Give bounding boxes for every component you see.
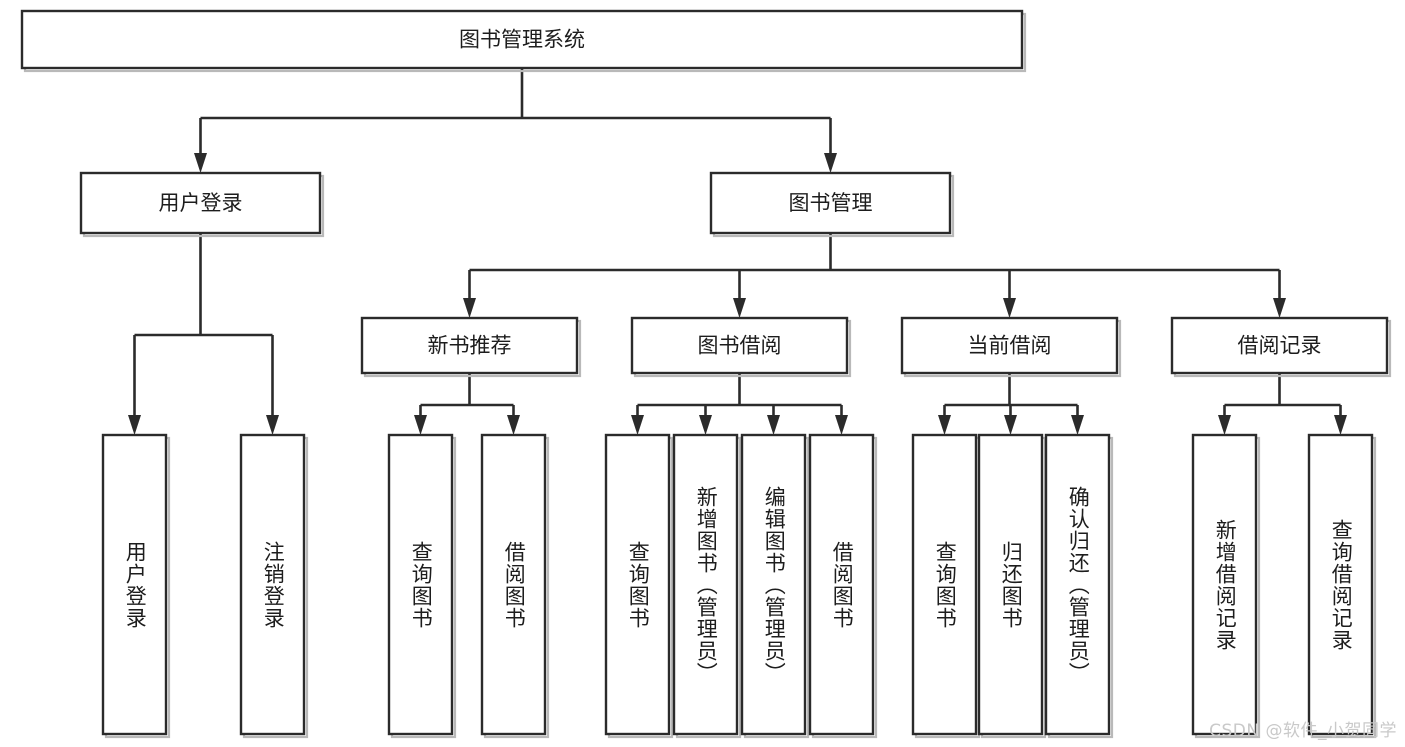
node-level2-用户登录[interactable]: 用户登录 xyxy=(79,171,325,238)
arrow-head-icon xyxy=(507,415,520,435)
arrow-head-icon xyxy=(194,153,207,173)
node-leaf-借阅记录-查询借阅记录[interactable] xyxy=(1307,433,1377,739)
connector-records-to-leaves xyxy=(1218,373,1347,435)
box-outline xyxy=(1170,316,1389,375)
box-outline xyxy=(387,433,454,736)
box-outline xyxy=(604,433,671,736)
arrow-head-icon xyxy=(1071,415,1084,435)
node-leaf-图书借阅-借阅图书[interactable] xyxy=(808,433,878,739)
node-label: 图书管理 xyxy=(789,191,873,215)
node-root-图书管理系统[interactable]: 图书管理系统 xyxy=(20,9,1027,73)
node-leaf-当前借阅-归还图书[interactable] xyxy=(977,433,1047,739)
arrow-head-icon xyxy=(1004,415,1017,435)
box-outline xyxy=(900,316,1119,375)
box-outline xyxy=(911,433,978,736)
connector-borrow-to-leaves xyxy=(631,373,848,435)
connector-current-to-leaves xyxy=(938,373,1084,435)
box-outline xyxy=(740,433,807,736)
arrow-head-icon xyxy=(1273,298,1286,318)
node-leaf-用户登录-注销登录[interactable] xyxy=(239,433,309,739)
node-level3-借阅记录[interactable]: 借阅记录 xyxy=(1170,316,1392,378)
node-label: 用户登录 xyxy=(159,191,243,215)
node-leaf-图书借阅-编辑图书管理员[interactable] xyxy=(740,433,810,739)
box-outline xyxy=(1307,433,1374,736)
arrow-head-icon xyxy=(1218,415,1231,435)
node-level3-图书借阅[interactable]: 图书借阅 xyxy=(630,316,852,378)
arrow-head-icon xyxy=(767,415,780,435)
arrow-head-icon xyxy=(463,298,476,318)
connector-newbook-to-leaves xyxy=(414,373,520,435)
box-outline xyxy=(1044,433,1111,736)
box-outline xyxy=(239,433,306,736)
arrow-head-icon xyxy=(266,415,279,435)
arrow-head-icon xyxy=(128,415,141,435)
connector-root-to-level2 xyxy=(194,68,837,173)
node-label: 图书借阅 xyxy=(698,334,782,358)
node-leaf-借阅记录-新增借阅记录[interactable] xyxy=(1191,433,1261,739)
box-outline xyxy=(79,171,322,235)
node-level2-图书管理[interactable]: 图书管理 xyxy=(709,171,955,238)
connector-userlogin-to-leaves xyxy=(128,233,279,435)
node-leaf-当前借阅-确认归还管理员[interactable] xyxy=(1044,433,1114,739)
node-level3-当前借阅[interactable]: 当前借阅 xyxy=(900,316,1122,378)
node-label: 新书推荐 xyxy=(428,334,512,358)
box-outline xyxy=(709,171,952,235)
box-outline xyxy=(360,316,579,375)
connector-bookmgmt-to-level3 xyxy=(463,233,1286,318)
node-label: 当前借阅 xyxy=(968,334,1052,358)
arrow-head-icon xyxy=(733,298,746,318)
arrow-head-icon xyxy=(824,153,837,173)
box-outline xyxy=(672,433,739,736)
box-outline xyxy=(20,9,1024,70)
watermark-text: CSDN @软件_小贺同学 xyxy=(1209,721,1397,741)
box-outline xyxy=(480,433,547,736)
node-leaf-图书借阅-查询图书[interactable] xyxy=(604,433,674,739)
arrow-head-icon xyxy=(631,415,644,435)
node-label: 图书管理系统 xyxy=(459,28,585,52)
node-leaf-当前借阅-查询图书[interactable] xyxy=(911,433,981,739)
arrow-head-icon xyxy=(835,415,848,435)
arrow-head-icon xyxy=(1003,298,1016,318)
box-outline xyxy=(1191,433,1258,736)
arrow-head-icon xyxy=(699,415,712,435)
box-outline xyxy=(977,433,1044,736)
node-label: 借阅记录 xyxy=(1238,334,1322,358)
box-outline xyxy=(101,433,168,736)
arrow-head-icon xyxy=(414,415,427,435)
node-level3-新书推荐[interactable]: 新书推荐 xyxy=(360,316,582,378)
box-outline xyxy=(808,433,875,736)
arrow-head-icon xyxy=(1334,415,1347,435)
node-leaf-新书推荐-查询图书[interactable] xyxy=(387,433,457,739)
node-leaf-用户登录-用户登录[interactable] xyxy=(101,433,171,739)
box-outline xyxy=(630,316,849,375)
node-leaf-图书借阅-新增图书管理员[interactable] xyxy=(672,433,742,739)
node-leaf-新书推荐-借阅图书[interactable] xyxy=(480,433,550,739)
arrow-head-icon xyxy=(938,415,951,435)
